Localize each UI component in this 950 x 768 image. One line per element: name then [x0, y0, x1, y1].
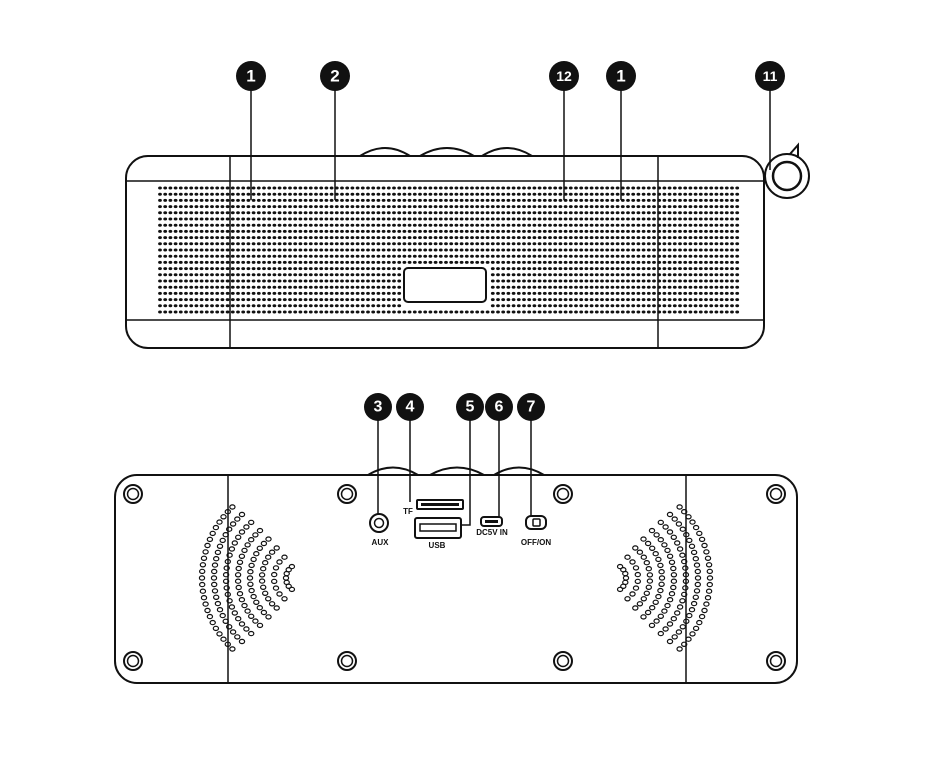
display-window: [404, 268, 486, 302]
dc-in-label: DC5V IN: [476, 528, 508, 537]
callout-label: 4: [406, 399, 415, 416]
callout-12: 12: [549, 61, 579, 91]
volume-knob-inner: [773, 162, 801, 190]
top-button: [360, 148, 410, 156]
callout-label: 1: [246, 67, 255, 86]
top-button: [420, 148, 474, 156]
aux-port: [370, 514, 388, 532]
power-switch: [526, 516, 546, 529]
callout-label: 6: [495, 399, 504, 416]
usb-label: USB: [429, 541, 446, 550]
callout-3: 3: [364, 393, 392, 421]
callout-label: 7: [527, 399, 536, 416]
top-button: [494, 468, 544, 476]
front-view: [126, 145, 809, 348]
callout-7: 7: [517, 393, 545, 421]
callout-1-left: 1: [236, 61, 266, 91]
callout-6: 6: [485, 393, 513, 421]
callout-11: 11: [755, 61, 785, 91]
top-button: [430, 468, 484, 476]
callout-label: 11: [763, 68, 778, 84]
callout-label: 2: [330, 67, 339, 86]
callout-label: 12: [556, 68, 572, 84]
ports: [370, 500, 546, 538]
front-leaders: [251, 90, 770, 200]
callout-4: 4: [396, 393, 424, 421]
callout-2: 2: [320, 61, 350, 91]
callout-label: 3: [374, 399, 383, 416]
volume-knob: [765, 154, 809, 198]
callout-1-right: 1: [606, 61, 636, 91]
front-body: [126, 156, 764, 348]
callout-label: 5: [466, 399, 475, 416]
callout-5: 5: [456, 393, 484, 421]
aux-label: AUX: [372, 538, 390, 547]
power-label: OFF/ON: [521, 538, 551, 547]
callout-label: 1: [616, 67, 625, 86]
tf-label: TF: [403, 507, 413, 516]
top-button: [482, 148, 532, 156]
